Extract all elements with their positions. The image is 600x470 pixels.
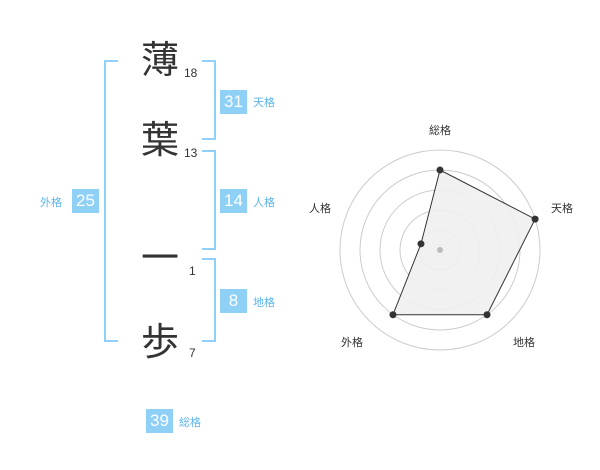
stroke-count-2: 13 xyxy=(184,146,198,160)
soukaku-label: 総格 xyxy=(179,416,201,429)
radar-polygon xyxy=(392,169,536,316)
radar-axis-label: 人格 xyxy=(309,201,331,215)
stroke-count-4: 7 xyxy=(189,346,196,360)
radar-axis-label: 地格 xyxy=(513,335,535,349)
name-char-1: 薄 xyxy=(141,38,180,82)
gaikaku-bracket xyxy=(104,60,118,342)
radar-point xyxy=(417,240,425,248)
radar-point xyxy=(483,311,491,319)
soukaku-value-badge: 39 xyxy=(146,409,173,433)
chikaku-bracket xyxy=(202,258,216,342)
radar-center-dot xyxy=(437,247,443,253)
stroke-count-3: 1 xyxy=(189,264,196,278)
radar-axis-label: 外格 xyxy=(341,335,363,349)
gaikaku-label: 外格 xyxy=(40,196,62,209)
tenkaku-bracket xyxy=(202,60,216,140)
radar-axis-label: 総格 xyxy=(429,123,451,137)
radar-point xyxy=(531,215,539,223)
gaikaku-value-badge: 25 xyxy=(72,189,99,213)
chikaku-label: 地格 xyxy=(253,296,275,309)
name-char-2: 葉 xyxy=(141,118,180,162)
jinkaku-value-badge: 14 xyxy=(220,189,247,213)
radar-axis-label: 天格 xyxy=(551,201,573,215)
name-char-3: 一 xyxy=(141,236,180,280)
radar-point xyxy=(389,311,397,319)
tenkaku-label: 天格 xyxy=(253,96,275,109)
name-char-4: 歩 xyxy=(141,320,180,364)
radar-point xyxy=(436,166,444,174)
jinkaku-bracket xyxy=(202,150,216,250)
chikaku-value-badge: 8 xyxy=(220,289,247,313)
jinkaku-label: 人格 xyxy=(253,196,275,209)
stroke-count-1: 18 xyxy=(184,66,198,80)
tenkaku-value-badge: 31 xyxy=(220,90,247,114)
radar-ring xyxy=(339,149,541,351)
